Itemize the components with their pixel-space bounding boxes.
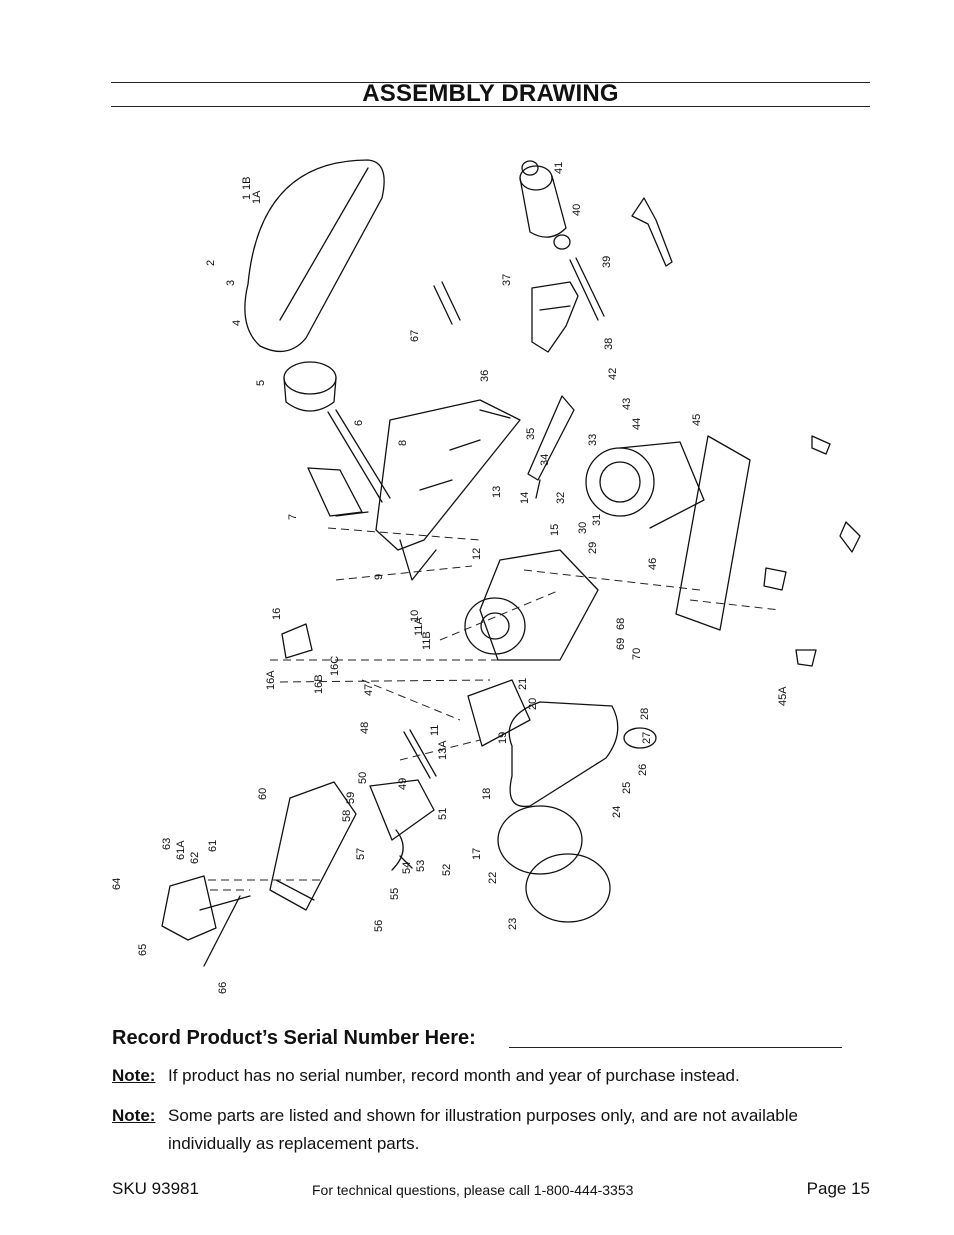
part-label: 52 [441, 864, 453, 876]
part-label: 16B [313, 674, 325, 694]
part-label: 17 [471, 848, 483, 860]
part-label: 5 [255, 380, 267, 386]
part-label: 13A [437, 740, 449, 760]
part-label: 68 [615, 618, 627, 630]
part-label: 23 [507, 918, 519, 930]
part-label: 44 [631, 418, 643, 430]
part-label: 56 [373, 920, 385, 932]
serial-number-label: Record Product’s Serial Number Here: [112, 1027, 476, 1049]
part-label: 35 [525, 428, 537, 440]
part-label: 33 [587, 434, 599, 446]
part-label: 19 [497, 732, 509, 744]
part-label: 51 [437, 808, 449, 820]
footer-tech-support: For technical questions, please call 1-8… [312, 1182, 634, 1198]
part-label: 24 [611, 806, 623, 818]
part-label: 7 [287, 514, 299, 520]
part-label: 1A [251, 190, 263, 204]
page-title: ASSEMBLY DRAWING [362, 80, 619, 107]
part-label: 48 [359, 722, 371, 734]
part-number-labels: 1 1A 1B 2 3 4 5 6 7 8 9 10 11 11A 11B 12… [111, 162, 789, 994]
part-label: 61A [175, 840, 187, 860]
note-text: Some parts are listed and shown for illu… [168, 1106, 798, 1153]
assembly-drawing: 1 1A 1B 2 3 4 5 6 7 8 9 10 11 11A 11B 12… [100, 120, 880, 1010]
part-label: 3 [225, 280, 237, 286]
part-label: 22 [487, 872, 499, 884]
part-label: 4 [231, 320, 243, 326]
exploded-view-diagram: 1 1A 1B 2 3 4 5 6 7 8 9 10 11 11A 11B 12… [111, 159, 861, 994]
part-label: 64 [111, 878, 123, 890]
part-label: 38 [603, 338, 615, 350]
part-label: 42 [607, 368, 619, 380]
part-label: 25 [621, 782, 633, 794]
part-label: 12 [471, 548, 483, 560]
part-label: 34 [539, 454, 551, 466]
part-label: 36 [479, 370, 491, 382]
part-label: 27 [641, 732, 653, 744]
part-label: 50 [357, 772, 369, 784]
part-label: 11B [421, 631, 433, 650]
part-label: 69 [615, 638, 627, 650]
part-label: 26 [637, 764, 649, 776]
part-label: 59 [345, 792, 357, 804]
part-label: 45A [777, 686, 789, 706]
part-label: 2 [205, 260, 217, 266]
part-label: 32 [555, 492, 567, 504]
footer-sku: SKU 93981 [112, 1179, 199, 1198]
part-label: 65 [137, 944, 149, 956]
part-label: 28 [639, 708, 651, 720]
part-label: 57 [355, 848, 367, 860]
sanding-belt-shape [244, 159, 385, 353]
part-label: 40 [571, 204, 583, 216]
part-label: 67 [409, 330, 421, 342]
part-label: 41 [553, 162, 565, 174]
part-label: 70 [631, 648, 643, 660]
part-label: 8 [397, 440, 409, 446]
part-label: 1B [241, 177, 253, 190]
part-label: 43 [621, 398, 633, 410]
note-label: Note: [112, 1066, 156, 1085]
part-label: 46 [647, 558, 659, 570]
part-label: 18 [481, 788, 493, 800]
part-label: 13 [491, 486, 503, 498]
part-label: 16C [329, 656, 341, 676]
part-label: 16 [271, 608, 283, 620]
part-label: 63 [161, 838, 173, 850]
part-label: 47 [363, 684, 375, 696]
part-label: 49 [397, 778, 409, 790]
part-label: 29 [587, 542, 599, 554]
serial-number-blank [509, 1047, 842, 1048]
part-label: 37 [501, 274, 513, 286]
footer-page-number: Page 15 [806, 1179, 870, 1198]
part-label: 6 [353, 420, 365, 426]
part-label: 45 [691, 414, 703, 426]
title-underline [111, 106, 870, 107]
top-rule [111, 82, 870, 83]
part-label: 54 [401, 862, 413, 874]
part-label: 11 [429, 725, 441, 736]
part-label: 60 [257, 788, 269, 800]
part-label: 39 [601, 256, 613, 268]
part-label: 55 [389, 888, 401, 900]
part-label: 30 [577, 522, 589, 534]
part-label: 16A [265, 670, 277, 690]
part-label: 9 [373, 574, 385, 580]
part-label: 1 [241, 194, 253, 200]
part-label: 10 [409, 610, 421, 622]
note-label: Note: [112, 1106, 156, 1125]
part-label: 61 [207, 840, 219, 852]
part-label: 66 [217, 982, 229, 994]
part-label: 21 [517, 678, 529, 690]
part-label: 53 [415, 860, 427, 872]
part-label: 20 [527, 698, 539, 710]
part-label: 14 [519, 492, 531, 504]
note-text: If product has no serial number, record … [168, 1066, 740, 1085]
part-label: 31 [591, 514, 603, 526]
part-label: 15 [549, 524, 561, 536]
part-label: 11A [413, 617, 425, 636]
part-label: 62 [189, 852, 201, 864]
part-label: 58 [341, 810, 353, 822]
